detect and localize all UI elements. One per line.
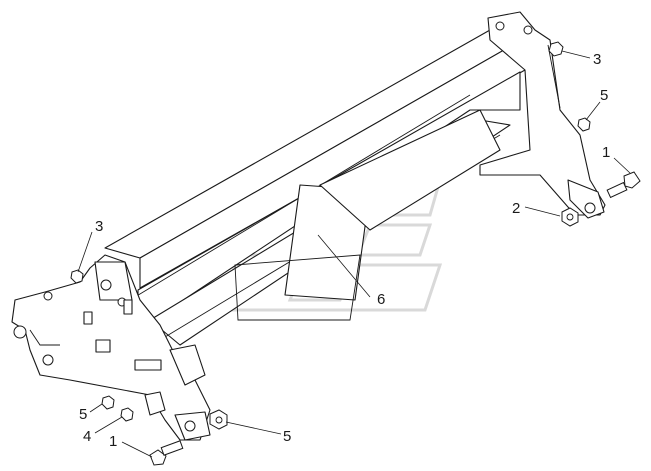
callout-2-right: 2 [512, 200, 520, 217]
bolt-1-right [606, 171, 641, 199]
leader-lines [77, 50, 631, 458]
nut-3-top [548, 41, 564, 57]
nut-5-left [101, 395, 115, 410]
callout-3-top: 3 [593, 51, 601, 68]
callout-5-top: 5 [600, 87, 608, 104]
right-end-bracket [479, 11, 606, 219]
washer-4-left [120, 407, 134, 422]
callout-1-right: 1 [602, 144, 610, 161]
callout-4-left: 4 [83, 428, 91, 445]
nut-2-right [561, 207, 579, 227]
hardware [70, 41, 641, 466]
left-end-plate [11, 254, 211, 441]
frame-beam [104, 29, 526, 346]
callout-5-bottom: 5 [283, 428, 291, 445]
callout-1-bottom: 1 [109, 433, 117, 450]
nut-5-bottom [209, 409, 228, 430]
callout-5-left: 5 [79, 406, 87, 423]
nut-5-top [577, 117, 591, 132]
callout-labels: 3 5 1 2 3 6 5 4 1 5 [79, 51, 610, 450]
callout-3-left: 3 [95, 218, 103, 235]
bolt-1-bottom [149, 440, 184, 466]
callout-6: 6 [377, 291, 385, 308]
nut-3-left [70, 269, 84, 284]
